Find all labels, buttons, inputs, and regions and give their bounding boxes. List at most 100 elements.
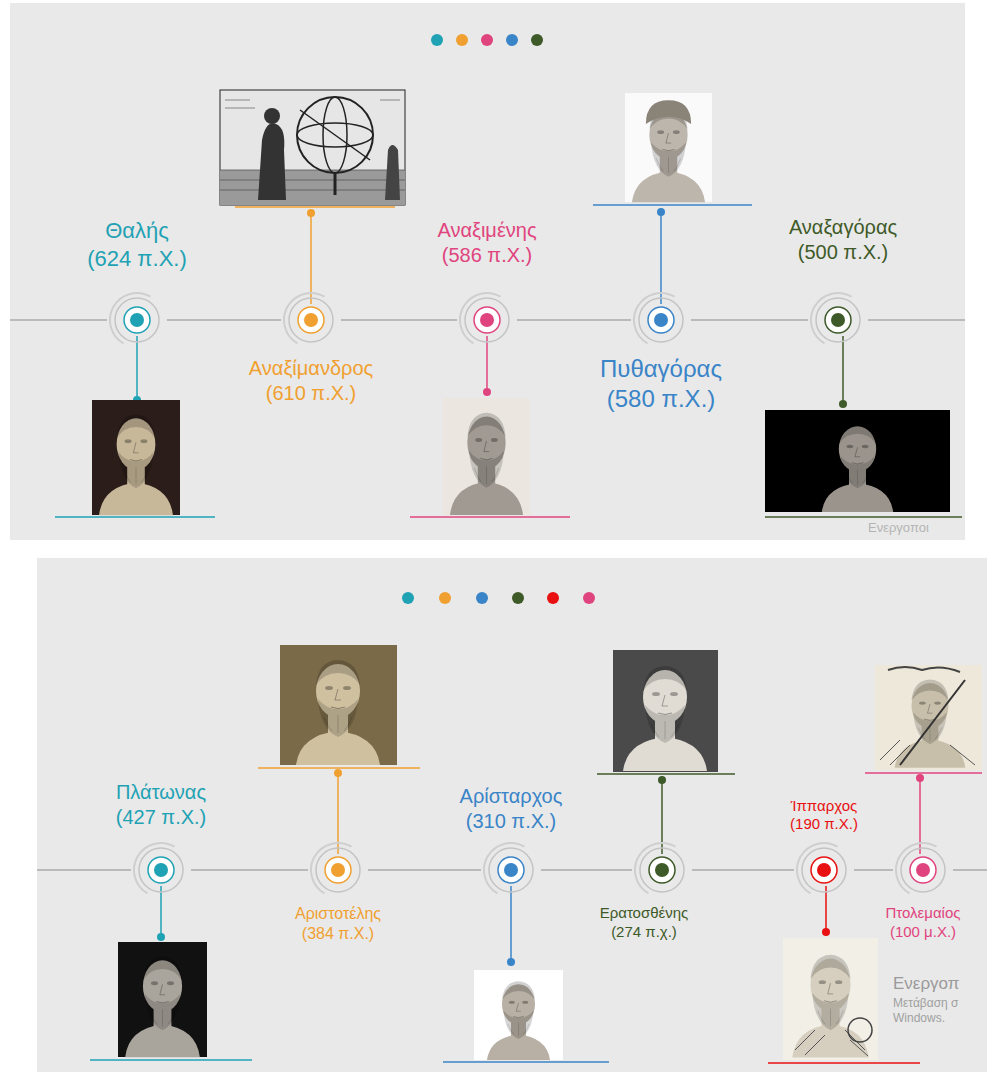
philosopher-label: Αρίσταρχος(310 π.Χ.) [460,784,563,834]
philosopher-name: Πλάτωνας [116,780,207,805]
portrait [623,666,707,771]
leader-line [337,773,339,854]
engraving [297,97,373,173]
portrait [125,956,200,1057]
portrait [92,400,180,515]
marker-arc [110,293,151,343]
color-dots [439,592,451,604]
marker-ring [910,857,936,883]
timeline-segment [854,869,893,871]
marker-dot [304,313,318,327]
color-dots [583,592,595,604]
philosopher-label: Ερατοσθένης(274 π.χ.) [600,904,689,942]
marker-dot [916,863,930,877]
marker-rings [131,840,191,900]
leader-line [510,886,512,962]
engraving [895,680,966,768]
leader-line [307,209,315,217]
birth-year: (310 π.Χ.) [460,809,563,834]
birth-year: (580 π.Χ.) [600,384,722,414]
portrait [474,970,563,1060]
engraving [300,110,370,160]
timeline-segment [191,869,308,871]
marker-ring [825,307,851,333]
panel-background [37,558,987,1072]
philosopher-label: Ίππαρχος(190 π.Χ.) [790,797,858,835]
color-dots [531,34,543,46]
marker-ring [639,298,683,342]
engraving [220,170,405,190]
portrait [613,650,718,772]
portrait [625,93,712,202]
underline [258,767,420,769]
underline [235,206,395,208]
portrait [646,100,691,124]
portrait [822,423,893,512]
marker-ring [489,848,533,892]
marker-dot [154,863,168,877]
portrait [632,107,705,203]
marker-ring [498,857,524,883]
marker-ring [148,857,174,883]
timeline-marker: Πλάτωνας(427 π.Χ.) [131,840,191,900]
leader-line [916,774,924,782]
underline [597,773,735,775]
marker-ring [802,848,846,892]
engraving [783,938,878,1060]
marker-rings [281,290,341,350]
philosopher-label: Πτολεμαίος(100 μ.Χ.) [885,904,960,942]
philosopher-label: Πυθαγόρας(580 π.Χ.) [600,354,722,414]
marker-ring [139,848,183,892]
portrait [625,93,712,202]
birth-year: (500 π.Χ.) [789,240,897,265]
leader-line [483,388,491,396]
birth-year: (190 π.Χ.) [790,815,858,834]
marker-rings [631,290,691,350]
engraving [264,108,280,124]
philosopher-name: Πυθαγόρας [600,354,722,384]
portrait [443,398,530,515]
portrait [92,400,180,515]
timeline-marker: Θαλής(624 π.Χ.) [107,290,167,350]
timeline-marker: Ίππαρχος(190 π.Χ.) [794,840,854,900]
timeline-segment [517,319,631,321]
philosopher-name: Αναξίμανδρος [249,356,373,381]
timeline-marker: Αναξαγόρας(500 π.Χ.) [808,290,868,350]
panel-background [10,3,965,540]
timeline-segment [167,319,281,321]
timeline-segment [341,319,457,321]
timeline-line [868,319,965,321]
philosopher-label: Πλάτωνας(427 π.Χ.) [116,780,207,830]
engraving [795,1030,868,1056]
leader-line [660,212,662,304]
portrait [280,645,397,765]
color-dots [431,34,443,46]
marker-dot [654,313,668,327]
underline [90,1059,252,1061]
marker-arc [284,293,325,343]
marker-rings [308,840,368,900]
engraving [258,123,286,200]
portrait [450,413,523,515]
engraving [875,665,982,770]
engraving [880,740,975,765]
watermark-text: Windows. [893,1011,945,1025]
engraving [875,665,982,770]
portrait [118,942,207,1057]
watermark-text: Ενεργοπ [893,974,960,994]
timeline-line [10,319,107,321]
marker-rings [107,290,167,350]
leader-line [507,958,515,966]
philosopher-name: Ερατοσθένης [600,904,689,923]
timeline-marker: Ερατοσθένης(274 π.χ.) [632,840,692,900]
philosopher-name: Αναξιμένης [437,218,536,243]
timeline-marker: Πτολεμαίος(100 μ.Χ.) [893,840,953,900]
watermark-text: Μετάβαση σ [893,996,959,1010]
birth-year: (100 μ.Χ.) [885,923,960,942]
timeline-marker: Αναξιμένης(586 π.Χ.) [457,290,517,350]
portrait [118,942,207,1057]
philosopher-name: Ίππαρχος [790,797,858,816]
birth-year: (384 π.Χ.) [295,924,381,944]
underline [765,516,962,518]
